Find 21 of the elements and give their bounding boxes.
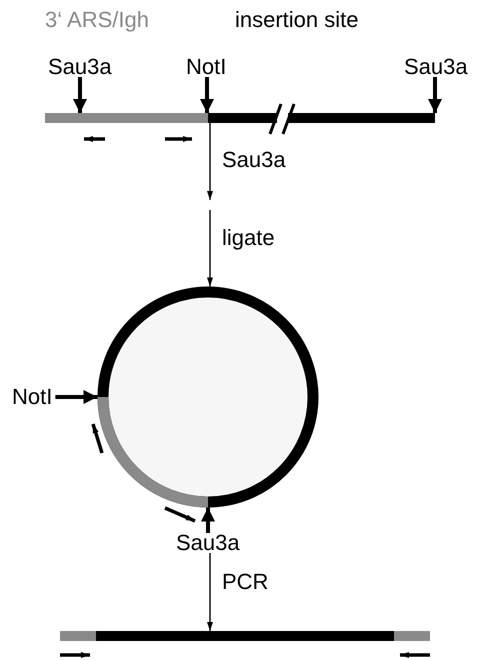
step-arrow (207, 553, 213, 631)
dna-bar (45, 103, 435, 135)
edge-label: ligate (222, 226, 275, 250)
site-label: insertion site (235, 8, 359, 32)
site-arrow (201, 508, 215, 533)
region-label: 3‘ ARS/Igh (45, 8, 149, 32)
step-arrow (207, 123, 213, 200)
dna-bar (60, 631, 430, 641)
enzyme-label: Sau3a (404, 55, 468, 79)
site-arrow (200, 77, 214, 113)
site-arrow (55, 390, 98, 404)
enzyme-label: NotI (186, 55, 226, 79)
edge-label: PCR (222, 570, 268, 594)
site-arrow (73, 77, 87, 113)
site-arrow (428, 77, 442, 113)
step-arrow (207, 210, 213, 287)
plasmid-circle (98, 286, 318, 508)
enzyme-label: NotI (12, 385, 52, 409)
edge-label: Sau3a (222, 148, 286, 172)
enzyme-label: Sau3a (176, 531, 240, 555)
enzyme-label: Sau3a (48, 55, 112, 79)
